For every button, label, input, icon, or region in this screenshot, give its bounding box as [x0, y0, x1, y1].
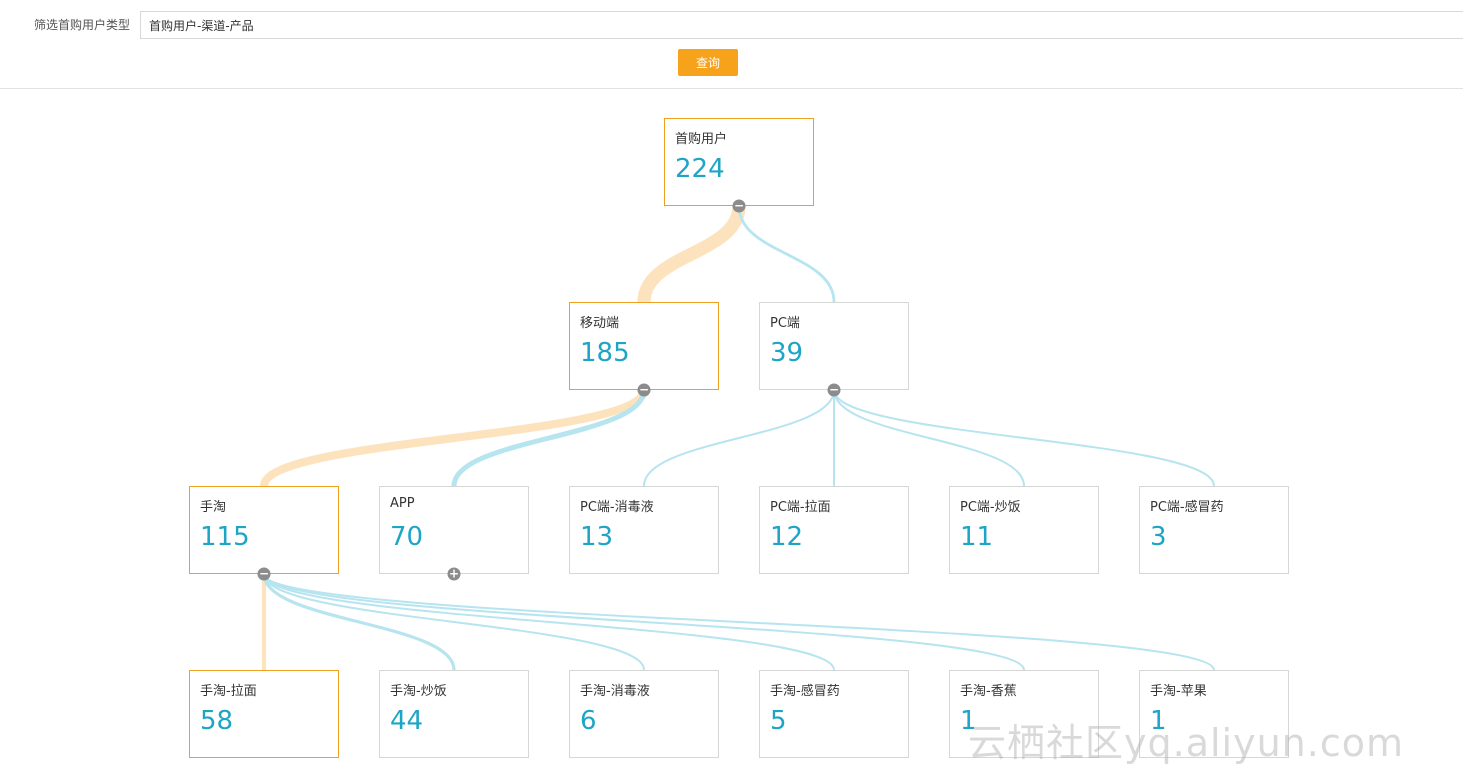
node-value: 224 [675, 154, 725, 184]
node-value: 3 [1150, 522, 1167, 552]
tree-node-level2[interactable]: 手淘 115 [189, 486, 339, 574]
node-label: APP [390, 496, 415, 511]
node-value: 12 [770, 522, 804, 552]
node-label: PC端-拉面 [770, 500, 831, 515]
node-label: PC端-感冒药 [1150, 500, 1224, 515]
collapse-icon[interactable]: − [732, 198, 746, 213]
collapse-icon[interactable]: − [827, 382, 841, 397]
node-value: 11 [960, 522, 994, 552]
link-level1-level2 [833, 389, 1215, 487]
collapse-icon[interactable]: − [637, 382, 651, 397]
tree-node-level3[interactable]: 手淘-炒饭 44 [379, 670, 529, 758]
node-label: PC端-消毒液 [580, 500, 654, 515]
filter-bar: 筛选首购用户类型 查询 [0, 0, 1463, 89]
node-label: PC端-炒饭 [960, 500, 1021, 515]
node-value: 6 [580, 706, 597, 736]
tree-node-level2[interactable]: APP 70 [379, 486, 529, 574]
tree-node-level3[interactable]: 手淘-感冒药 5 [759, 670, 909, 758]
tree-node-level2[interactable]: PC端-炒饭 11 [949, 486, 1099, 574]
filter-label: 筛选首购用户类型 [34, 18, 131, 32]
node-label: 移动端 [580, 316, 620, 331]
tree-node-root[interactable]: 首购用户 224 [664, 118, 814, 206]
link-root-level1 [737, 205, 836, 303]
node-value: 70 [390, 522, 424, 552]
link-level1-level2 [451, 389, 647, 487]
tree-node-level2[interactable]: PC端-感冒药 3 [1139, 486, 1289, 574]
link-level2-level3 [263, 573, 835, 671]
node-value: 39 [770, 338, 804, 368]
filter-type-input[interactable] [140, 11, 1463, 39]
tree-node-level2[interactable]: PC端-消毒液 13 [569, 486, 719, 574]
node-value: 5 [770, 706, 787, 736]
tree-node-level3[interactable]: 手淘-拉面 58 [189, 670, 339, 758]
link-level2-level3 [262, 573, 456, 671]
watermark: 云栖社区yq.aliyun.com [968, 721, 1404, 765]
tree-node-level3[interactable]: 手淘-苹果 1 [1139, 670, 1289, 758]
node-label: 首购用户 [675, 132, 728, 147]
node-value: 58 [200, 706, 234, 736]
tree-node-level3[interactable]: 手淘-消毒液 6 [569, 670, 719, 758]
expand-icon[interactable]: + [447, 566, 461, 581]
node-label: 手淘-香蕉 [960, 684, 1017, 699]
tree-node-level1[interactable]: PC端 39 [759, 302, 909, 390]
node-label: 手淘-消毒液 [580, 684, 650, 699]
node-value: 44 [390, 706, 424, 736]
node-label: 手淘 [200, 500, 227, 515]
link-level2-level3 [263, 573, 645, 671]
link-level2-level3 [263, 573, 1025, 671]
node-value: 1 [960, 706, 977, 736]
link-root-level1 [637, 205, 746, 303]
link-level1-level2 [643, 389, 835, 487]
node-value: 115 [200, 522, 250, 552]
collapse-icon[interactable]: − [257, 566, 271, 581]
node-value: 185 [580, 338, 630, 368]
node-value: 1 [1150, 706, 1167, 736]
node-label: 手淘-感冒药 [770, 684, 840, 699]
node-label: 手淘-炒饭 [390, 684, 447, 699]
link-level1-level2 [833, 389, 1025, 487]
tree-node-level1[interactable]: 移动端 185 [569, 302, 719, 390]
query-button[interactable]: 查询 [678, 49, 738, 76]
node-label: 手淘-拉面 [200, 684, 257, 699]
node-value: 13 [580, 522, 614, 552]
node-label: PC端 [770, 316, 800, 331]
tree-node-level2[interactable]: PC端-拉面 12 [759, 486, 909, 574]
node-label: 手淘-苹果 [1150, 684, 1207, 699]
link-level2-level3 [263, 573, 1215, 671]
link-level1-level2 [259, 388, 649, 488]
tree-node-level3[interactable]: 手淘-香蕉 1 [949, 670, 1099, 758]
